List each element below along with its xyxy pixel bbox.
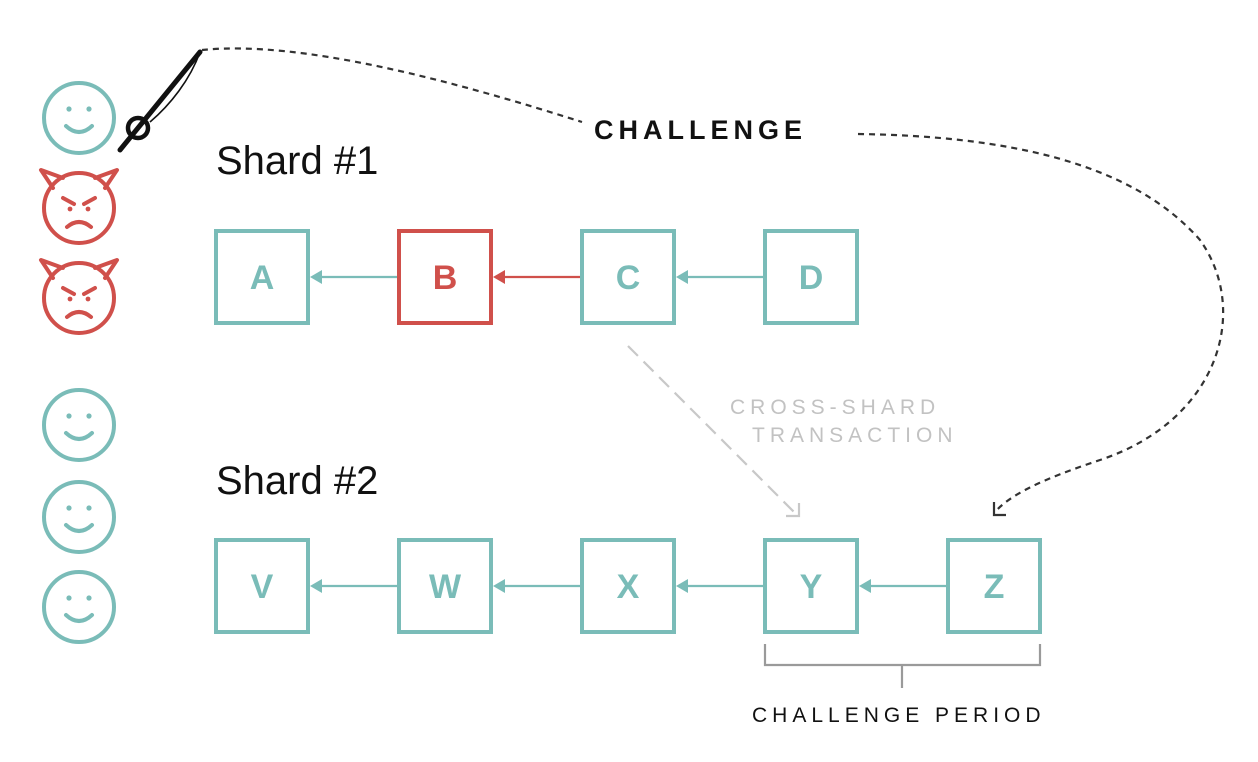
- shard2-block-y: Y: [763, 538, 859, 634]
- shard1-block-d: D: [763, 229, 859, 325]
- shard1-link-arrowhead: [493, 270, 505, 284]
- block-box: [763, 538, 859, 634]
- shard2-chain: V W X Y Z: [214, 538, 1042, 634]
- block-box: [580, 229, 676, 325]
- shard2-link-arrowhead: [859, 579, 871, 593]
- block-label: X: [617, 568, 640, 606]
- challenge-period-bracket: [763, 644, 1042, 688]
- challenge-path: [201, 47, 1225, 513]
- shard2-link-arrowhead: [493, 579, 505, 593]
- devil-face-icon: [39, 168, 119, 245]
- block-label: Y: [800, 568, 823, 606]
- cross-shard-arrow-line: [627, 345, 797, 515]
- block-box: [214, 229, 310, 325]
- block-box: [214, 538, 310, 634]
- shard2-block-x: X: [580, 538, 676, 634]
- block-box: [763, 229, 859, 325]
- shard2-block-w: W: [397, 538, 493, 634]
- shard1-title: Shard #1: [216, 139, 378, 183]
- shard1-block-a: A: [214, 229, 310, 325]
- shard2-block-v: V: [214, 538, 310, 634]
- shard1-block-b: B: [397, 229, 493, 325]
- block-label: C: [616, 259, 641, 297]
- block-label: Z: [984, 568, 1005, 606]
- smiley-face-icon: [42, 81, 116, 155]
- block-box: [580, 538, 676, 634]
- block-label: V: [251, 568, 274, 606]
- block-box: [397, 229, 493, 325]
- cross-shard-label-line2: TRANSACTION: [752, 424, 958, 447]
- smiley-face-icon: [42, 388, 116, 462]
- challenge-period-label: CHALLENGE PERIOD: [752, 704, 1046, 727]
- block-label: B: [433, 259, 458, 297]
- shard1-link-arrowhead: [676, 270, 688, 284]
- block-label: W: [429, 568, 462, 606]
- shard2-block-z: Z: [946, 538, 1042, 634]
- smiley-face-icon: [42, 480, 116, 554]
- smiley-face-icon: [42, 570, 116, 644]
- validator-column: [39, 81, 119, 644]
- shard1-link-arrowhead: [310, 270, 322, 284]
- cross-shard-arrowhead: [786, 503, 801, 518]
- shard2-title: Shard #2: [216, 459, 378, 503]
- fishing-rod-icon: [117, 49, 203, 153]
- shard1-block-c: C: [580, 229, 676, 325]
- shard2-link-arrowhead: [310, 579, 322, 593]
- block-box: [397, 538, 493, 634]
- shard1-chain: A B C D: [214, 229, 859, 325]
- devil-face-icon: [39, 258, 119, 335]
- block-label: A: [250, 259, 275, 297]
- cross-shard-label-line1: CROSS-SHARD: [730, 396, 940, 419]
- challenge-arrowhead: [992, 502, 1006, 517]
- shard2-link-arrowhead: [676, 579, 688, 593]
- block-label: D: [799, 259, 824, 297]
- challenge-label: CHALLENGE: [594, 115, 807, 145]
- block-box: [946, 538, 1042, 634]
